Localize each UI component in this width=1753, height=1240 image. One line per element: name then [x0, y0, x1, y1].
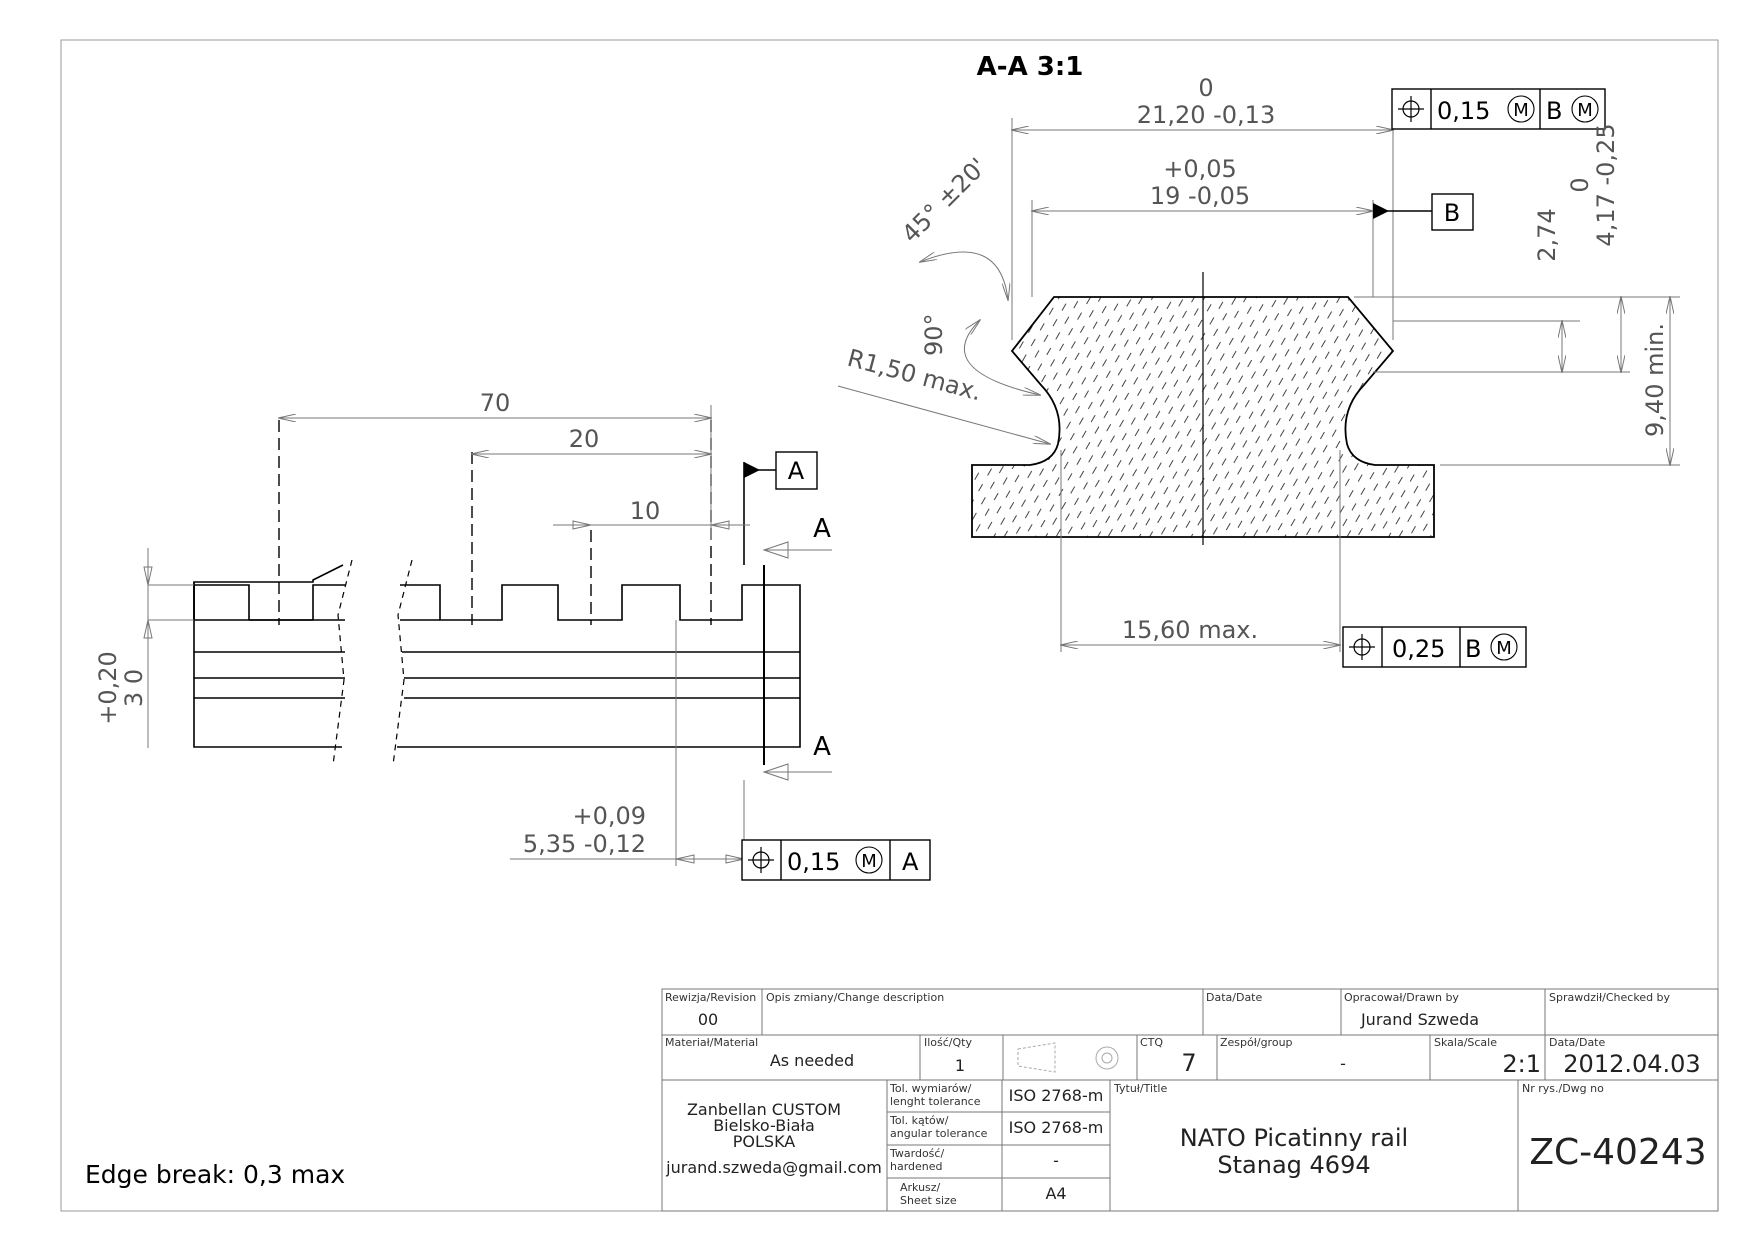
mmc-icon — [1490, 633, 1518, 661]
angle-90-arc — [963, 320, 1040, 395]
tb-len-tol-label-2: lenght tolerance — [890, 1095, 981, 1108]
tb-hard-label: Twardość/ — [889, 1147, 944, 1160]
dim-angle-90: 90° — [920, 313, 948, 356]
tb-change-label: Opis zmiany/Change description — [766, 991, 944, 1004]
dim-5-35-lower: 5,35 -0,12 — [523, 830, 646, 858]
tb-qty-label: Ilość/Qty — [924, 1036, 972, 1049]
tb-company-line1: Zanbellan CUSTOM — [687, 1100, 841, 1119]
tb-sheet-label-2: Sheet size — [900, 1194, 957, 1207]
tb-ang-tol-label-2: angular tolerance — [890, 1127, 988, 1140]
dim-4-17-upper: 0 — [1566, 177, 1594, 192]
dim-70: 70 — [480, 389, 511, 417]
fcf-left-datum: A — [902, 848, 919, 876]
tb-material-value: As needed — [770, 1051, 854, 1070]
mmc-label: M — [1577, 100, 1593, 121]
tb-hard-label-2: hardened — [890, 1160, 943, 1173]
tb-company-line2: Bielsko-Biała — [713, 1116, 815, 1135]
tb-qty-value: 1 — [955, 1056, 965, 1075]
rail-right-segment — [397, 584, 801, 748]
fcf-left-value: 0,15 — [787, 848, 840, 876]
dim-2-74: 2,74 — [1533, 208, 1561, 261]
mmc-label: M — [1513, 100, 1529, 121]
angle-45-arc — [920, 251, 1008, 300]
dim-4-17-lower: 4,17 -0,25 — [1592, 123, 1620, 246]
section-title: A-A 3:1 — [977, 52, 1084, 82]
tb-dwg-label: Nr rys./Dwg no — [1522, 1082, 1604, 1095]
section-label-top: A — [813, 514, 831, 544]
tb-title-label: Tytuł/Title — [1113, 1082, 1167, 1095]
datum-b-label: B — [1444, 199, 1460, 227]
tb-drawn-label: Opracował/Drawn by — [1344, 991, 1459, 1004]
tb-ang-tol-label: Tol. kątów/ — [889, 1114, 949, 1127]
tb-scale-label: Skala/Scale — [1434, 1036, 1497, 1049]
tb-dwg-value: ZC-40243 — [1529, 1132, 1706, 1173]
side-view: A A A 70 20 10 +0,20 3 0 +0,09 5,35 -0, — [94, 389, 931, 881]
break-line-left — [332, 559, 353, 766]
dim-radius: R1,50 max. — [844, 344, 984, 407]
fcf-bottom-value: 0,25 — [1392, 635, 1445, 663]
fcf-top: 0,15 M B M — [1391, 88, 1606, 130]
dim-20: 20 — [569, 425, 600, 453]
title-block: Rewizja/Revision 00 Opis zmiany/Change d… — [661, 988, 1719, 1212]
tb-date2-label: Data/Date — [1549, 1036, 1605, 1049]
radius-leader — [837, 385, 1050, 444]
section-label-bottom: A — [813, 732, 831, 762]
datum-b-triangle — [1373, 203, 1389, 219]
fcf-top-value: 0,15 — [1437, 97, 1490, 125]
section-view: 0 21,20 -0,13 +0,05 19 -0,05 B 0,15 M B … — [837, 74, 1680, 668]
tb-scale-value: 2:1 — [1502, 1050, 1541, 1078]
tb-sheet-value: A4 — [1045, 1184, 1066, 1203]
tb-len-tol-label: Tol. wymiarów/ — [889, 1082, 972, 1095]
dim-21-20-upper: 0 — [1198, 74, 1213, 102]
datum-b-box — [1431, 193, 1474, 231]
tb-title-line2: Stanag 4694 — [1217, 1151, 1370, 1179]
projection-circle-icon — [1095, 1046, 1119, 1070]
dim-19-upper: +0,05 — [1163, 155, 1237, 183]
tb-ctq-value: 7 — [1181, 1049, 1196, 1077]
break-line-right — [392, 559, 413, 766]
dim-19-lower: 19 -0,05 — [1150, 182, 1250, 210]
dim-9-40: 9,40 min. — [1641, 323, 1669, 437]
mmc-icon — [1507, 95, 1535, 123]
tb-date-label: Data/Date — [1206, 991, 1262, 1004]
tb-ang-tol-value: ISO 2768-m — [1009, 1118, 1104, 1137]
tb-len-tol-value: ISO 2768-m — [1009, 1086, 1104, 1105]
tb-sheet-label: Arkusz/ — [900, 1181, 941, 1194]
tb-group-label: Zespół/group — [1220, 1036, 1293, 1049]
tb-company-email: jurand.szweda@gmail.com — [665, 1158, 882, 1177]
tb-checked-label: Sprawdził/Checked by — [1549, 991, 1671, 1004]
mmc-label: M — [1496, 638, 1512, 659]
tb-revision-label: Rewizja/Revision — [665, 991, 756, 1004]
edge-break-note: Edge break: 0,3 max — [85, 1160, 345, 1189]
tb-ctq-label: CTQ — [1140, 1036, 1163, 1049]
dim-10: 10 — [630, 497, 661, 525]
datum-a-box — [775, 451, 818, 490]
tb-date2-value: 2012.04.03 — [1563, 1050, 1700, 1078]
mmc-label: M — [861, 851, 877, 872]
mmc-icon — [855, 846, 883, 874]
datum-a-label: A — [788, 457, 805, 485]
dim-3-upper: +0,20 — [94, 651, 122, 725]
mmc-icon — [1571, 95, 1599, 123]
dim-15-60: 15,60 max. — [1122, 616, 1258, 644]
dim-5-35-upper: +0,09 — [572, 802, 646, 830]
tb-drawn-value: Jurand Szweda — [1360, 1010, 1479, 1029]
fcf-left: 0,15 M A — [741, 839, 931, 881]
fcf-top-datum: B — [1546, 97, 1562, 125]
tb-group-value: - — [1340, 1054, 1346, 1073]
dim-angle-45: 45° ±20' — [896, 152, 992, 248]
tb-revision-value: 00 — [698, 1010, 718, 1029]
dim-3-lower: 3 0 — [120, 669, 148, 707]
rail-left-segment — [193, 564, 344, 748]
datum-a-triangle — [744, 462, 760, 478]
fcf-bottom: 0,25 B M — [1342, 626, 1527, 668]
tb-hard-value: - — [1053, 1151, 1059, 1170]
tb-material-label: Materiał/Material — [665, 1036, 758, 1049]
fcf-bottom-datum: B — [1465, 635, 1481, 663]
tb-title-line1: NATO Picatinny rail — [1180, 1124, 1408, 1152]
projection-cone-icon — [1017, 1042, 1056, 1073]
tb-company-line3: POLSKA — [733, 1132, 796, 1151]
dim-21-20-lower: 21,20 -0,13 — [1137, 101, 1275, 129]
